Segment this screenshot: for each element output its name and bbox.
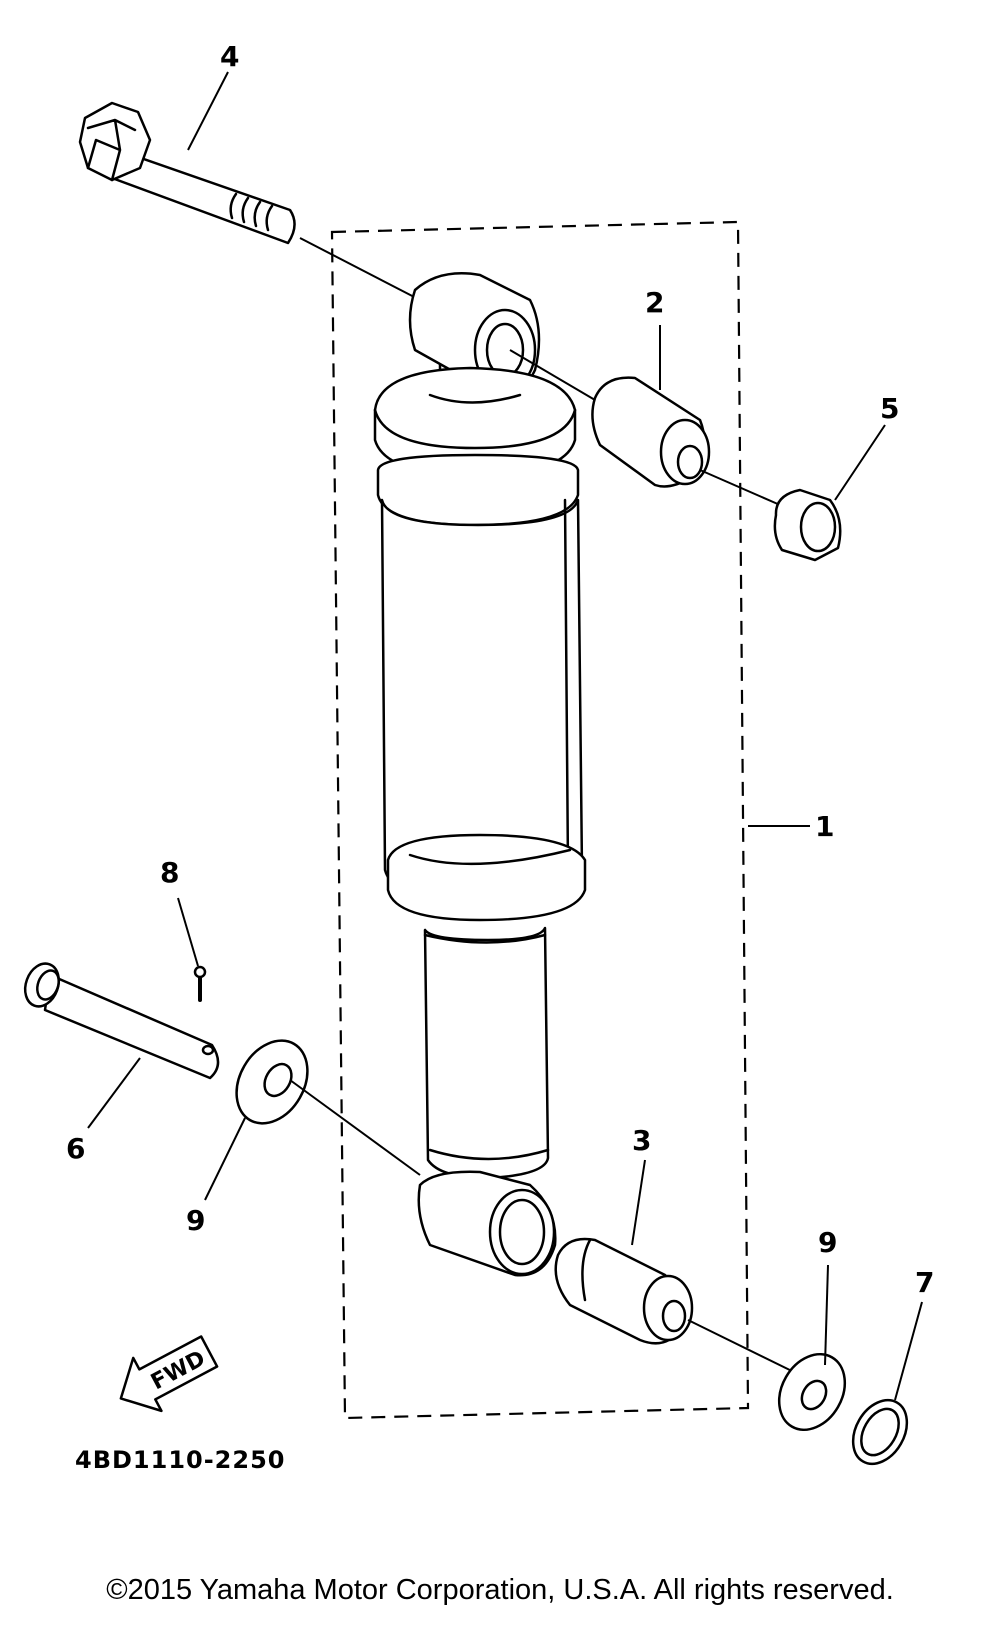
part-3-bushing <box>554 1237 694 1345</box>
leader-3-centerline <box>687 1319 801 1376</box>
part-5-nut <box>773 488 842 562</box>
leader-8 <box>177 897 199 967</box>
lower-tube <box>423 926 550 1180</box>
leader-9-right <box>824 1264 829 1366</box>
callout-9-left: 9 <box>186 1204 205 1237</box>
callout-6: 6 <box>66 1132 85 1165</box>
leader-2-to-5 <box>699 469 781 506</box>
part-2-bushing <box>591 376 711 488</box>
drawing-code: 4BD1110-2250 <box>75 1446 285 1474</box>
fwd-arrow: FWD <box>119 1335 219 1413</box>
leader-5 <box>834 424 886 501</box>
leader-7 <box>894 1301 923 1401</box>
upper-eye <box>408 272 541 404</box>
callout-5: 5 <box>880 392 899 425</box>
part-9-washer-right <box>777 1353 847 1431</box>
part-8-cotter-pin <box>193 965 207 1002</box>
leader-4 <box>187 71 229 151</box>
callout-1: 1 <box>815 810 834 843</box>
callout-8: 8 <box>160 856 179 889</box>
lower-eye <box>417 1170 557 1277</box>
assembly-boundary <box>330 220 750 1420</box>
leader-2-centerline <box>509 349 596 401</box>
callout-4: 4 <box>220 40 239 73</box>
callout-2: 2 <box>645 286 664 319</box>
leader-9-left <box>204 1117 246 1201</box>
copyright-notice: ©2015 Yamaha Motor Corporation, U.S.A. A… <box>106 1574 894 1606</box>
part-6-pin <box>23 962 220 1080</box>
leader-3 <box>631 1159 646 1246</box>
part-7-ring <box>851 1398 909 1466</box>
upper-collar <box>373 366 580 527</box>
leader-4-centerline <box>299 237 421 301</box>
leader-9-centerline <box>289 1079 421 1176</box>
leader-6 <box>87 1057 141 1129</box>
part-9-washer-left <box>235 1039 309 1125</box>
shock-body <box>380 498 587 922</box>
callout-3: 3 <box>632 1124 651 1157</box>
callout-7: 7 <box>915 1266 934 1299</box>
part-4-bolt <box>78 101 296 245</box>
callout-9-right: 9 <box>818 1226 837 1259</box>
